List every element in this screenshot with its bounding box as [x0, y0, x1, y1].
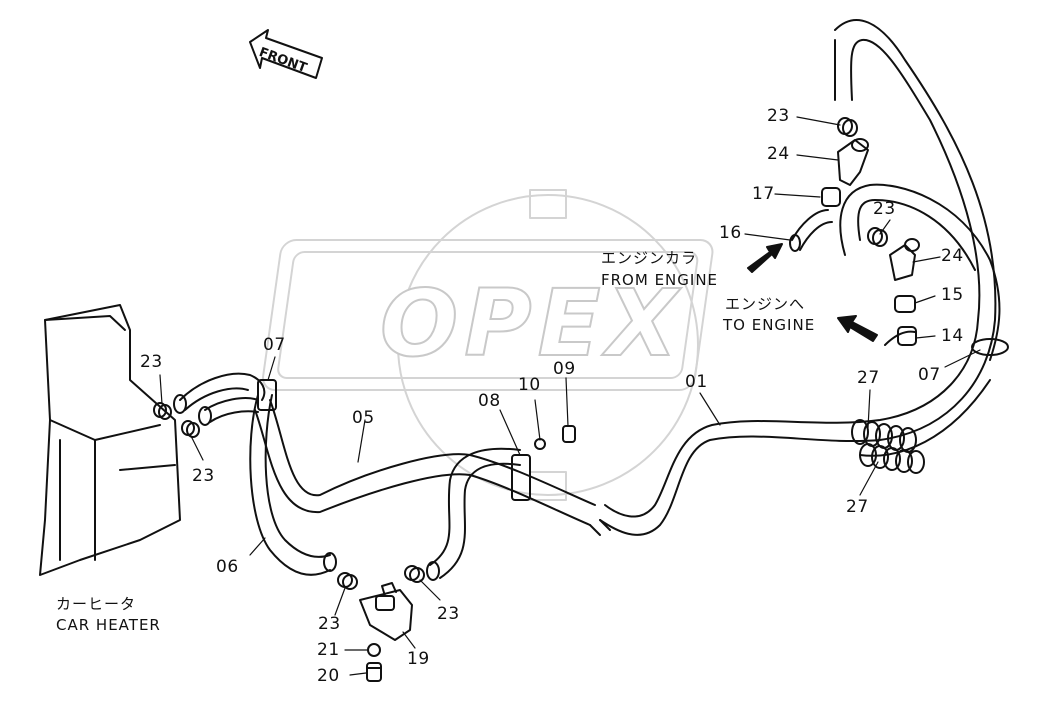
- part-label-24: 24: [941, 246, 964, 266]
- part-label-23: 23: [192, 466, 215, 486]
- car-heater-jp-label: カーヒータ: [56, 595, 137, 613]
- part-label-23: 23: [318, 614, 341, 634]
- washer-21: [367, 643, 381, 657]
- clamp-23-left-top: [153, 402, 172, 420]
- elbow-16: [789, 209, 833, 252]
- front-arrow-icon: [249, 29, 323, 79]
- to-engine-jp-label: エンジンへ: [725, 295, 806, 313]
- part-label-16: 16: [719, 223, 742, 243]
- part-label-05: 05: [352, 408, 375, 428]
- clamp-08: [511, 454, 531, 501]
- clamp-07-left: [257, 379, 277, 411]
- nipple-17: [821, 187, 841, 207]
- part-label-23: 23: [140, 352, 163, 372]
- car-heater-en-label: CAR HEATER: [56, 616, 161, 634]
- nipple-15: [894, 295, 916, 313]
- elbow-14: [884, 326, 917, 346]
- clamp-23-mid: [337, 572, 358, 590]
- clamp-07-right: [971, 338, 1009, 356]
- watermark-text: OPEX: [379, 269, 684, 378]
- clamp-27-bottom: [859, 443, 925, 474]
- from-engine-jp-label: エンジンカラ: [601, 249, 698, 267]
- hose-01: [599, 19, 997, 536]
- from-engine-en-label: FROM ENGINE: [601, 271, 719, 289]
- leader-lines: [159, 116, 981, 676]
- part-label-07: 07: [918, 365, 941, 385]
- part-label-15: 15: [941, 285, 964, 305]
- part-label-20: 20: [317, 666, 340, 686]
- clamp-23-left-bottom: [181, 420, 200, 438]
- tee-24-right: [889, 238, 920, 281]
- clamp-23-upper-right: [867, 227, 888, 247]
- plug-20: [366, 662, 382, 682]
- hose-05: [254, 399, 611, 536]
- watermark-gear: [262, 189, 714, 501]
- arrow-from-engine-icon: [747, 243, 783, 273]
- part-09: [562, 425, 576, 443]
- heater-stub-hoses: [173, 372, 266, 426]
- part-label-10: 10: [518, 375, 541, 395]
- part-label-23: 23: [767, 106, 790, 126]
- part-label-27: 27: [857, 368, 880, 388]
- hose-to-valve: [426, 447, 521, 581]
- part-label-21: 21: [317, 640, 340, 660]
- to-engine-en-label: TO ENGINE: [723, 316, 816, 334]
- part-label-19: 19: [407, 649, 430, 669]
- part-label-23: 23: [437, 604, 460, 624]
- hose-06: [249, 394, 337, 576]
- part-label-07: 07: [263, 335, 286, 355]
- part-label-27: 27: [846, 497, 869, 517]
- part-label-01: 01: [685, 372, 708, 392]
- valve-19: [359, 582, 413, 641]
- clamp-23-right: [404, 565, 425, 583]
- clamp-23-top: [837, 117, 858, 137]
- part-label-17: 17: [752, 184, 775, 204]
- tee-24-top: [837, 138, 869, 186]
- car-heater-unit: [39, 304, 181, 576]
- part-label-08: 08: [478, 391, 501, 411]
- hose-27: [839, 183, 1001, 457]
- arrow-to-engine-icon: [837, 315, 878, 342]
- part-label-14: 14: [941, 326, 964, 346]
- part-label-06: 06: [216, 557, 239, 577]
- part-label-09: 09: [553, 359, 576, 379]
- part-label-23: 23: [873, 199, 896, 219]
- part-label-24: 24: [767, 144, 790, 164]
